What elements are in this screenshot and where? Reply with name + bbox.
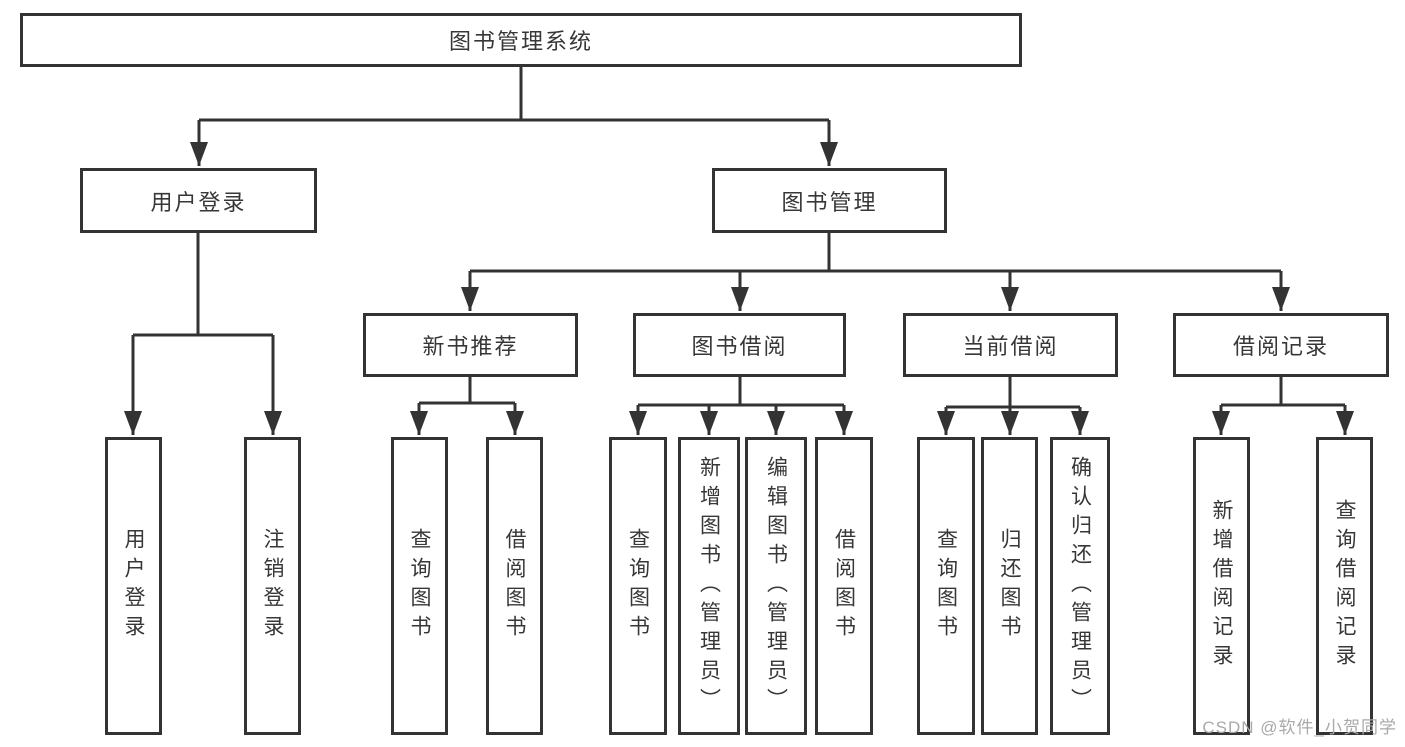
leaf-label: 查询借阅记录 — [1333, 499, 1356, 673]
node-leaf-query-borrow-record: 查询借阅记录 — [1316, 437, 1373, 735]
leaf-label: 注销登录 — [261, 528, 284, 644]
node-leaf-query-books-newrec: 查询图书 — [391, 437, 448, 735]
leaf-label: 新增图书（管理员） — [697, 455, 721, 717]
leaf-label: 确认归还（管理员） — [1068, 455, 1092, 717]
leaf-label: 新增借阅记录 — [1210, 499, 1233, 673]
leaf-label: 归还图书 — [998, 528, 1021, 644]
node-leaf-borrow-books-newrec: 借阅图书 — [486, 437, 543, 735]
leaf-label: 借阅图书 — [503, 528, 526, 644]
connector-root-to-level2 — [190, 67, 838, 166]
connector-user-login-children — [124, 233, 282, 435]
node-book-mgmt: 图书管理 — [712, 168, 947, 233]
node-new-book-rec: 新书推荐 — [363, 313, 578, 377]
node-leaf-user-login: 用户登录 — [105, 437, 162, 735]
watermark: CSDN @软件_小贺同学 — [1202, 718, 1397, 737]
node-leaf-borrow-books-borrow: 借阅图书 — [815, 437, 873, 735]
node-user-login: 用户登录 — [80, 168, 317, 233]
node-book-borrow: 图书借阅 — [633, 313, 846, 377]
leaf-label: 用户登录 — [122, 528, 145, 644]
node-leaf-return-book: 归还图书 — [981, 437, 1038, 735]
node-leaf-logout: 注销登录 — [244, 437, 301, 735]
node-leaf-query-books-current: 查询图书 — [917, 437, 975, 735]
leaf-label: 编辑图书（管理员） — [764, 455, 788, 717]
node-leaf-query-books-borrow: 查询图书 — [609, 437, 667, 735]
node-leaf-add-borrow-record: 新增借阅记录 — [1193, 437, 1250, 735]
node-leaf-add-book-admin: 新增图书（管理员） — [678, 437, 740, 735]
node-borrow-records: 借阅记录 — [1173, 313, 1389, 377]
node-root: 图书管理系统 — [20, 13, 1022, 67]
connector-book-mgmt-children — [461, 233, 1290, 311]
node-leaf-confirm-return-admin: 确认归还（管理员） — [1050, 437, 1110, 735]
connector-book-borrow-children — [629, 377, 853, 435]
node-current-borrow: 当前借阅 — [903, 313, 1118, 377]
connector-new-book-children — [410, 377, 524, 435]
connector-borrow-records-children — [1212, 377, 1354, 435]
leaf-label: 查询图书 — [408, 528, 431, 644]
node-leaf-edit-book-admin: 编辑图书（管理员） — [745, 437, 807, 735]
leaf-label: 查询图书 — [934, 528, 958, 644]
leaf-label: 借阅图书 — [832, 528, 856, 644]
connector-current-borrow-children — [937, 377, 1089, 435]
leaf-label: 查询图书 — [626, 528, 650, 644]
